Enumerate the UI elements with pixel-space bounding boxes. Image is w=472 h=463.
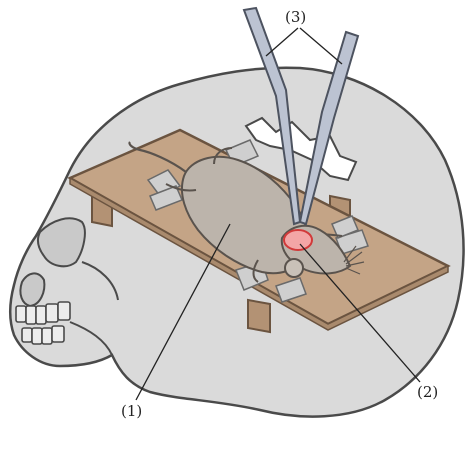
lower-teeth bbox=[22, 326, 64, 344]
label-tweezers: (3) bbox=[285, 10, 306, 25]
rat-ear bbox=[285, 259, 303, 277]
label-animal: (1) bbox=[121, 404, 142, 419]
surgical-site bbox=[284, 230, 312, 250]
leader-tweezers-left bbox=[266, 28, 298, 56]
label-surgical-site: (2) bbox=[417, 385, 438, 400]
leader-tweezers-right bbox=[300, 28, 342, 64]
upper-teeth bbox=[16, 302, 70, 324]
